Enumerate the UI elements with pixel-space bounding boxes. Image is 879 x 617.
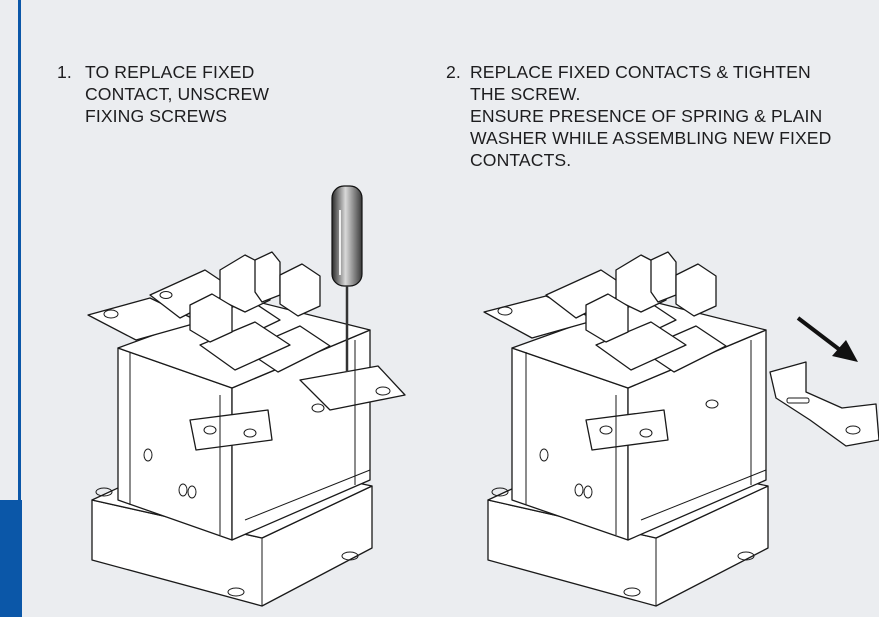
step-number: 1. xyxy=(57,62,72,82)
accent-block xyxy=(0,500,22,617)
step-line: TO REPLACE FIXED xyxy=(85,62,255,82)
step-line: WASHER WHILE ASSEMBLING NEW FIXED xyxy=(470,128,832,148)
step-line: THE SCREW. xyxy=(470,84,581,104)
screwdriver-icon xyxy=(331,185,363,372)
step-number: 2. xyxy=(446,62,461,82)
step-text: REPLACE FIXED CONTACTS & TIGHTEN THE SCR… xyxy=(470,61,831,171)
left-accent-bar xyxy=(0,0,22,617)
step-line: FIXING SCREWS xyxy=(85,106,228,126)
arrow-down-right-icon xyxy=(796,316,858,362)
step-line: REPLACE FIXED CONTACTS & TIGHTEN xyxy=(470,62,811,82)
step-line: CONTACTS. xyxy=(470,150,572,170)
instruction-step-2: 2. REPLACE FIXED CONTACTS & TIGHTEN THE … xyxy=(446,61,879,181)
step-line: CONTACT, UNSCREW xyxy=(85,84,270,104)
instruction-step-1: 1. TO REPLACE FIXED CONTACT, UNSCREW FIX… xyxy=(57,61,337,131)
step-line: ENSURE PRESENCE OF SPRING & PLAIN xyxy=(470,106,823,126)
step-text: TO REPLACE FIXED CONTACT, UNSCREW FIXING… xyxy=(85,61,269,127)
accent-line xyxy=(18,0,21,500)
